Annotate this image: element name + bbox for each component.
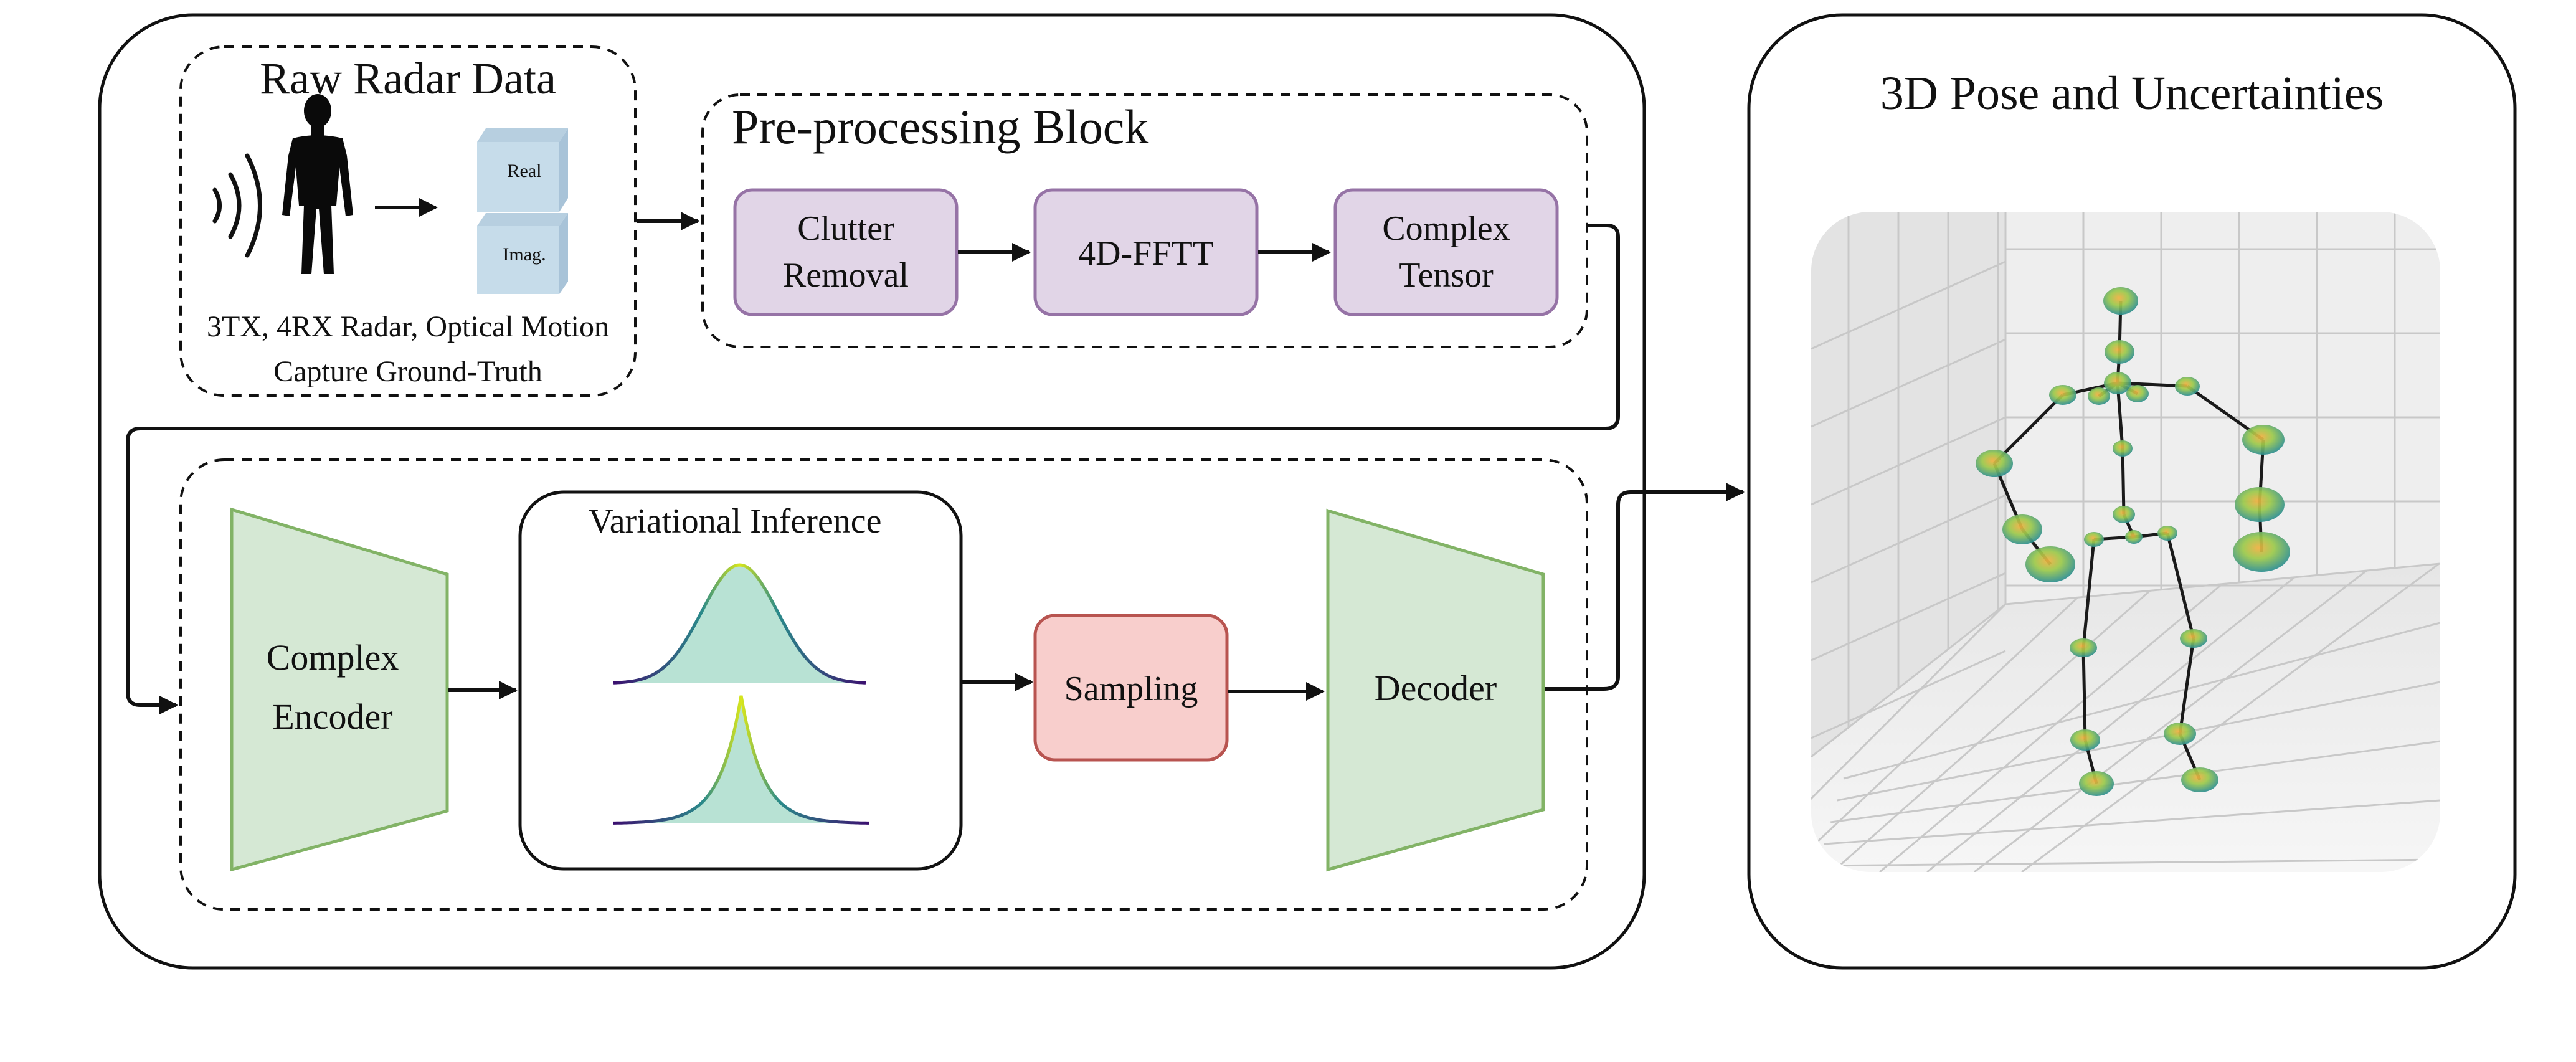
grid-line xyxy=(1811,650,2006,739)
joint-uncertainty-ellipsoid xyxy=(2104,372,2131,394)
laplace-distribution-curve xyxy=(613,695,869,825)
joint-uncertainty-ellipsoid xyxy=(2233,532,2290,572)
grid-line xyxy=(1811,494,2006,584)
real-label: Real xyxy=(508,161,542,181)
grid-line xyxy=(1879,583,2223,872)
raw-radar-caption-line2: Capture Ground-Truth xyxy=(273,355,542,388)
raw-radar-caption-line1: 3TX, 4RX Radar, Optical Motion xyxy=(207,310,609,343)
joint-uncertainty-ellipsoid xyxy=(2002,514,2042,544)
complex-encoder-line2: Encoder xyxy=(272,696,392,737)
joint-uncertainty-ellipsoid xyxy=(2235,487,2285,522)
connector-decoder-to-output xyxy=(1545,483,1745,691)
joint-uncertainty-ellipsoid xyxy=(2164,723,2196,745)
clutter-removal-box xyxy=(733,188,959,316)
sampling-box xyxy=(1033,614,1229,762)
skeleton-bone xyxy=(2121,448,2126,515)
clutter-removal-line2: Removal xyxy=(783,256,909,295)
joint-uncertainty-ellipsoid xyxy=(2025,546,2075,582)
pose-3d-plot xyxy=(1811,212,2440,872)
complex-tensor-line1: Complex xyxy=(1382,209,1510,248)
grid-line xyxy=(1811,260,2006,350)
skeleton-bone xyxy=(2178,638,2195,734)
variational-inference-box xyxy=(518,490,963,871)
grid-line xyxy=(1811,338,2006,428)
decoder-label: Decoder xyxy=(1375,668,1497,708)
raw-radar-block xyxy=(179,45,637,397)
grid-line xyxy=(1830,740,2440,823)
decoder-shape xyxy=(1326,508,1545,872)
preprocessing-block xyxy=(701,93,1588,348)
imag-label: Imag. xyxy=(503,244,546,265)
connector-preprocessing-to-model xyxy=(126,224,1620,714)
joint-uncertainty-ellipsoid xyxy=(2084,532,2104,547)
clutter-removal-line1: Clutter xyxy=(797,209,894,248)
complex-encoder-shape xyxy=(230,507,449,872)
joint-uncertainty-ellipsoid xyxy=(2157,526,2177,541)
raw-radar-title: Raw Radar Data xyxy=(260,54,556,103)
gaussian-distribution-curve xyxy=(613,563,866,685)
joint-uncertainty-ellipsoid xyxy=(2126,385,2149,402)
real-data-cube: Real xyxy=(477,128,568,212)
preprocessing-title: Pre-processing Block xyxy=(732,100,1148,154)
grid-line xyxy=(1843,622,2440,780)
skeleton-bone xyxy=(2166,533,2195,639)
fft-box xyxy=(1033,188,1259,316)
radar-wave-icon xyxy=(212,153,262,258)
grid-line xyxy=(1811,597,2079,872)
output-container xyxy=(1747,13,2517,970)
grid-line xyxy=(1811,603,2006,758)
complex-encoder-line1: Complex xyxy=(267,637,399,678)
joint-uncertainty-ellipsoid xyxy=(2125,530,2143,544)
grid-line xyxy=(1824,799,2440,845)
sampling-label: Sampling xyxy=(1064,670,1198,708)
grid-line xyxy=(1974,569,2367,872)
grid-line xyxy=(1811,416,2006,506)
grid-line xyxy=(1811,572,2006,661)
joint-uncertainty-ellipsoid xyxy=(2049,385,2076,405)
joint-uncertainty-ellipsoid xyxy=(2113,440,2133,457)
skeleton-bone xyxy=(2081,539,2096,648)
joint-uncertainty-ellipsoid xyxy=(2103,287,2138,315)
output-title: 3D Pose and Uncertainties xyxy=(1880,67,2384,120)
grid-line xyxy=(2021,562,2440,872)
joint-uncertainty-ellipsoid xyxy=(2175,377,2200,396)
joint-uncertainty-ellipsoid xyxy=(1976,450,2013,477)
joint-uncertainty-ellipsoid xyxy=(2088,387,2110,405)
imag-data-cube: Imag. xyxy=(477,213,568,294)
variational-inference-title: Variational Inference xyxy=(588,502,881,541)
joint-uncertainty-ellipsoid xyxy=(2070,729,2100,751)
grid-line xyxy=(1832,590,2151,872)
complex-tensor-box xyxy=(1333,188,1559,316)
joint-uncertainty-ellipsoid xyxy=(2180,629,2207,648)
joint-uncertainty-ellipsoid xyxy=(2113,506,2135,523)
skeleton-bone xyxy=(2081,647,2087,741)
joint-uncertainty-ellipsoid xyxy=(2181,767,2218,792)
person-silhouette-icon xyxy=(282,94,353,274)
grid-line xyxy=(1837,681,2440,802)
joint-uncertainty-ellipsoid xyxy=(2079,771,2114,796)
model-block xyxy=(179,458,1588,911)
joint-uncertainty-ellipsoid xyxy=(2242,425,2285,455)
skeleton-bone xyxy=(1993,394,2064,465)
complex-tensor-line2: Tensor xyxy=(1399,256,1494,295)
grid-line xyxy=(1926,576,2295,872)
joint-uncertainty-ellipsoid xyxy=(2105,340,2134,364)
joint-uncertainty-ellipsoid xyxy=(2070,638,2097,657)
grid-line xyxy=(2005,562,2440,605)
fft-label: 4D-FFTT xyxy=(1078,234,1214,273)
grid-line xyxy=(1817,858,2440,867)
grid-line xyxy=(1811,603,2007,872)
